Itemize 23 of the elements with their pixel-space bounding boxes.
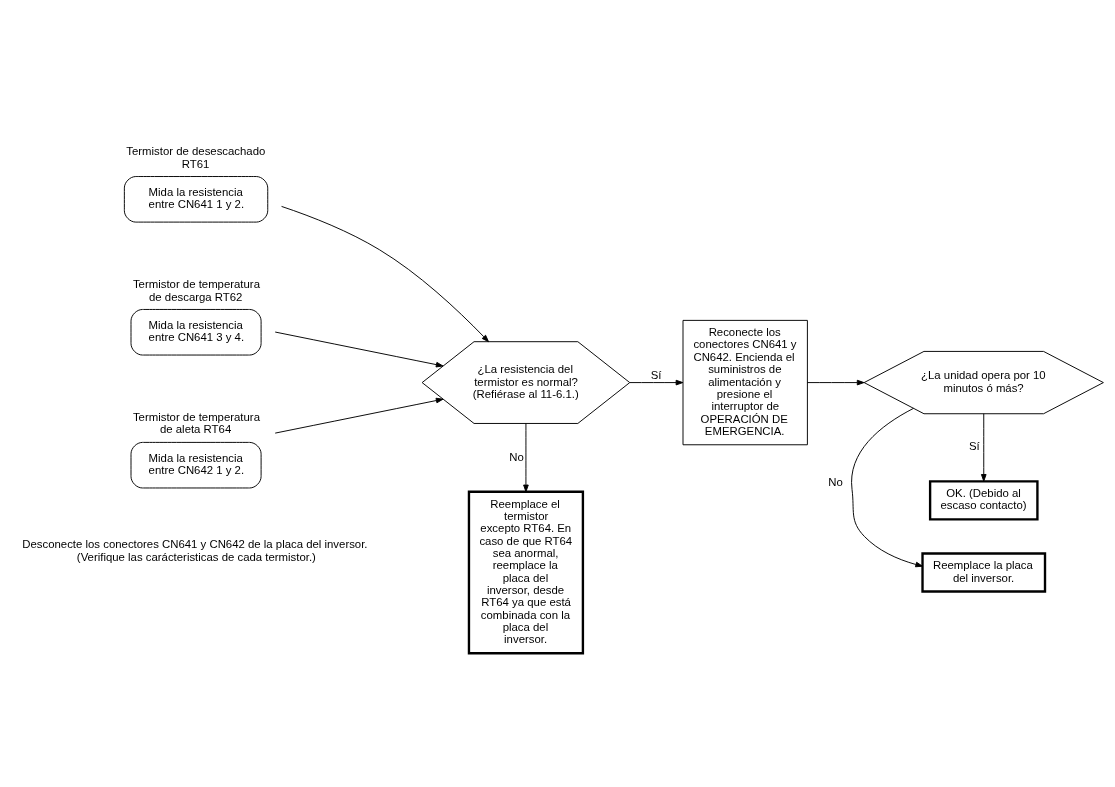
arrow <box>274 331 444 368</box>
node-box: Reemplace la placa del inversor. <box>921 552 1047 593</box>
node-label: Termistor de desescachado RT61 <box>126 145 266 170</box>
edge-label: Sí <box>969 440 980 453</box>
edge-label: No <box>509 450 524 463</box>
arrow <box>851 407 923 568</box>
arrow <box>629 379 684 386</box>
node-box: Mida la resistencia entre CN642 1 y 2. <box>130 441 262 489</box>
node-box: Mida la resistencia entre CN641 1 y 2. <box>123 176 269 223</box>
arrow <box>281 205 489 343</box>
edge-label: Sí <box>650 369 662 382</box>
node-label: Termistor de temperatura de aleta RT64 <box>132 411 260 436</box>
node-box: OK. (Debido al escaso contacto) <box>928 480 1039 521</box>
node-box: Reconecte los conectores CN641 y CN642. Encienda el suministros de alimentación y presione el interruptor de OPERACIÓN DE EMERGENCIA. <box>682 319 808 446</box>
arrow <box>274 397 444 434</box>
node-box: Reemplace el termistor excepto RT64. En caso de que RT64 sea anormal, reemplace la placa del inversor, desde RT64 ya que está combinada con la placa del inversor. <box>467 490 585 655</box>
edge-label: No <box>828 476 843 489</box>
arrow <box>523 423 529 493</box>
arrow <box>806 379 865 386</box>
label: Desconecte los conectores CN641 y CN642 de la placa del inversor. (Verifique las carácteristicas de cada termistor.) <box>22 538 368 563</box>
node-box: Mida la resistencia entre CN641 3 y 4. <box>130 309 262 356</box>
node-label: Termistor de temperatura de descarga RT62 <box>132 278 260 303</box>
arrow <box>980 413 987 482</box>
